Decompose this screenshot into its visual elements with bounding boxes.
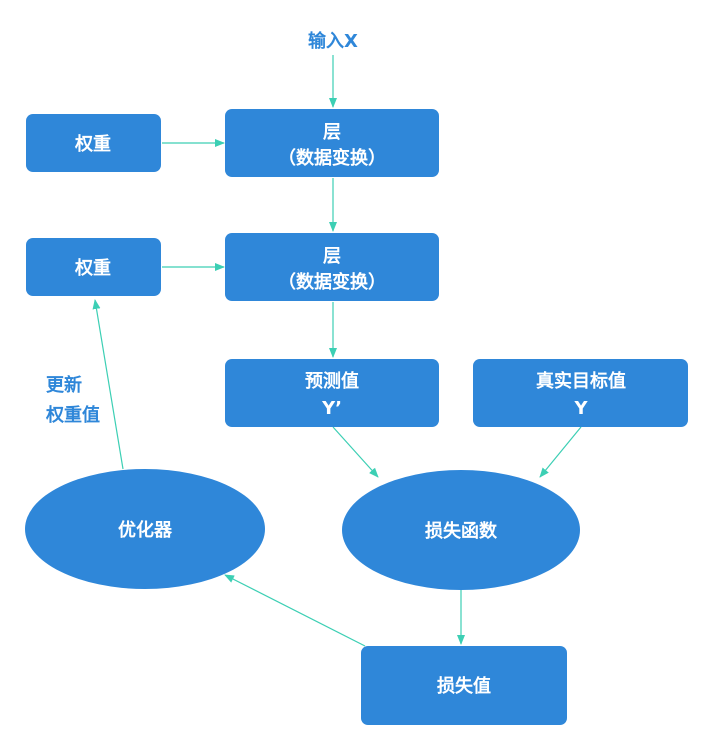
edge-optimizer-to-weights2 (92, 299, 124, 470)
prediction-node-title: 预测值 (305, 370, 359, 392)
loss-function-node-label: 损失函数 (425, 520, 498, 542)
optimizer-node-label: 优化器 (118, 519, 173, 541)
loss-value-node: 损失值 (361, 646, 567, 725)
target-node-title: 真实目标值 (536, 370, 626, 392)
prediction-node: 预测值 Y’ (225, 359, 439, 427)
layer-node-2: 层 （数据变换） (225, 233, 439, 301)
edge-prediction-to-loss-function (332, 426, 379, 478)
layer-node-2-title: 层 (323, 246, 341, 267)
weights-node-2-label: 权重 (74, 257, 111, 279)
optimizer-node: 优化器 (25, 469, 265, 589)
layer-node-1-subtitle: （数据变换） (278, 147, 386, 169)
update-weights-label-line1: 更新 (46, 374, 82, 396)
loss-value-node-label: 损失值 (437, 675, 491, 697)
weights-node-1-label: 权重 (74, 133, 111, 155)
edge-target-to-loss-function (539, 426, 582, 478)
weights-node-1: 权重 (26, 114, 161, 172)
prediction-node-symbol: Y’ (321, 398, 342, 419)
layer-node-2-subtitle: （数据变换） (278, 271, 386, 293)
loss-function-node: 损失函数 (342, 470, 580, 590)
edge-loss-value-to-optimizer (224, 574, 366, 647)
layer-node-1-title: 层 (323, 122, 341, 143)
update-weights-label-line2: 权重值 (45, 404, 100, 426)
target-node: 真实目标值 Y (473, 359, 688, 427)
weights-node-2: 权重 (26, 238, 161, 296)
target-node-symbol: Y (573, 398, 588, 419)
input-label: 输入X (308, 30, 358, 52)
layer-node-1: 层 （数据变换） (225, 109, 439, 177)
